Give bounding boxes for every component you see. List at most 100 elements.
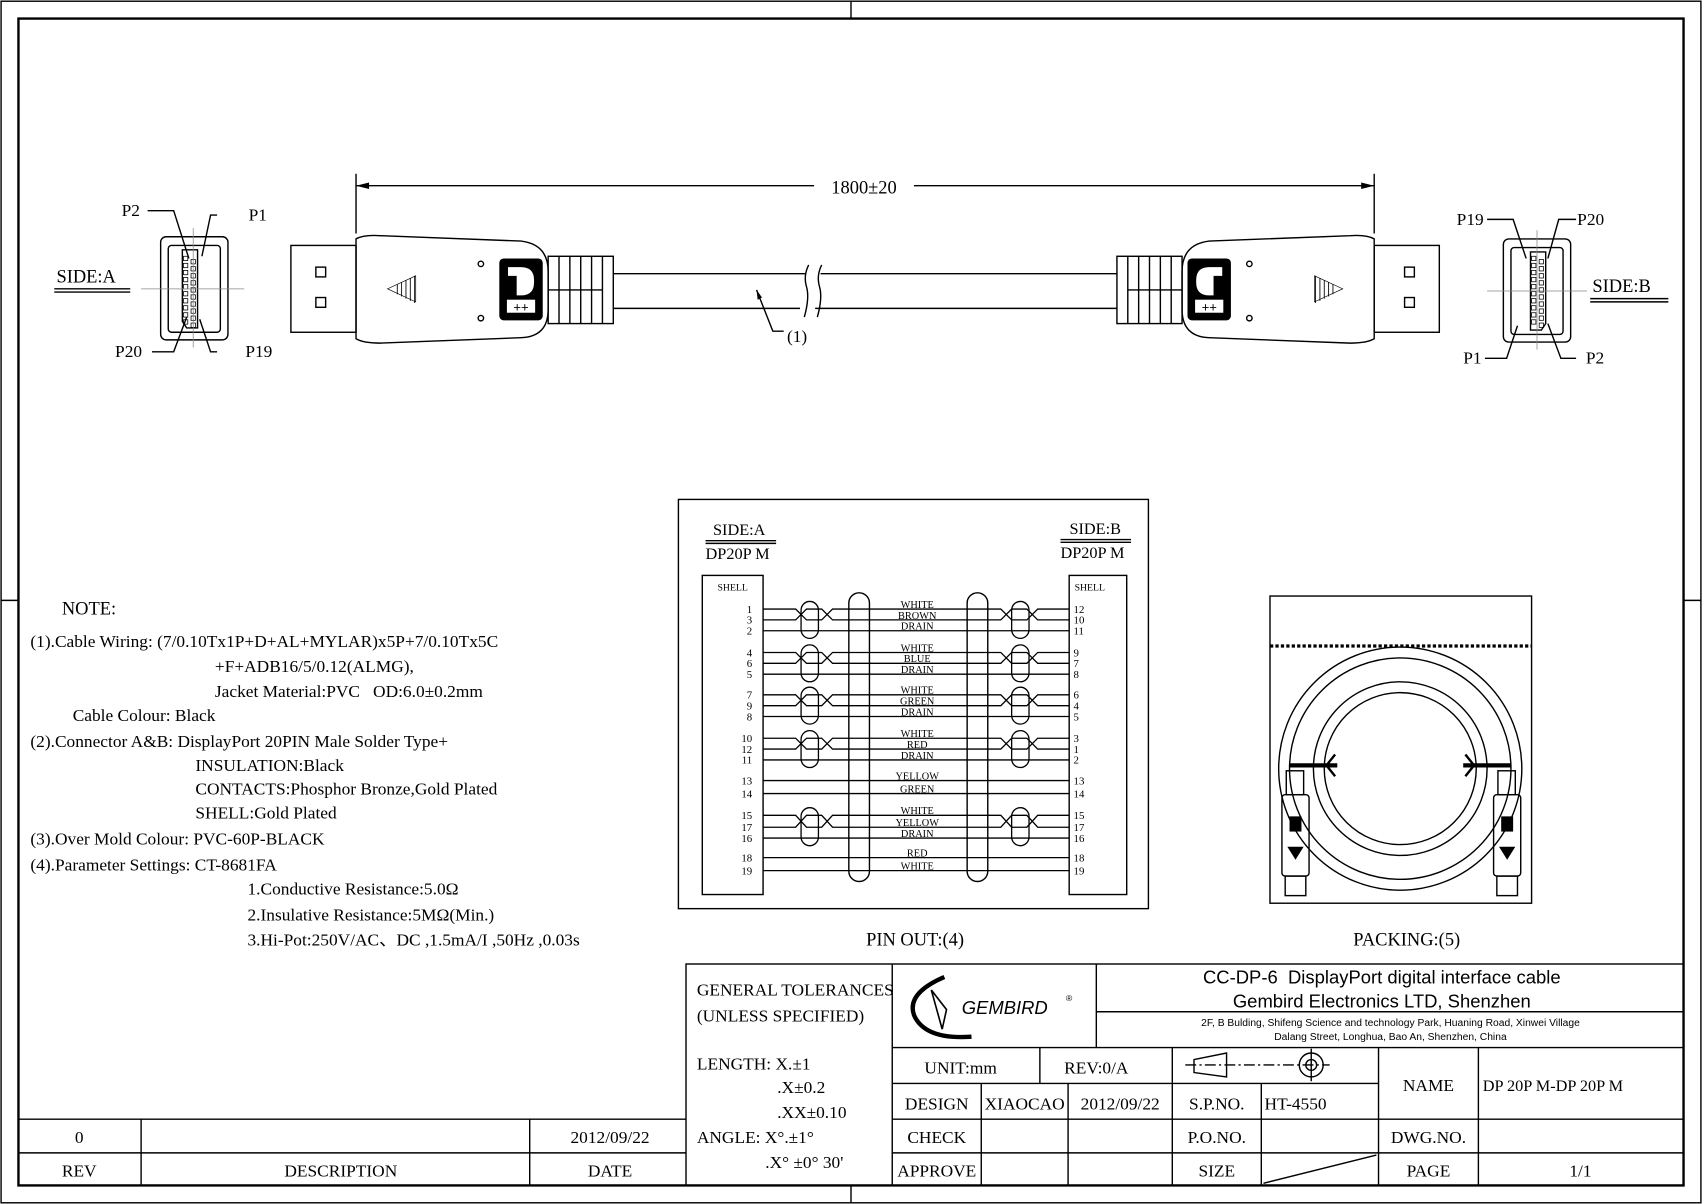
contact-pin <box>1538 280 1544 286</box>
packing-caption: PACKING:(5) <box>1353 930 1460 951</box>
pin-number-b: 18 <box>1074 852 1085 864</box>
pin-number-b: 14 <box>1074 788 1085 800</box>
pair-shield <box>1010 807 1030 847</box>
contact-pin <box>1531 277 1537 283</box>
side-b-label: SIDE:B <box>1592 276 1650 296</box>
page-label: PAGE <box>1407 1162 1451 1181</box>
pin-number-b: 13 <box>1074 775 1085 787</box>
contact-pin <box>1538 301 1544 307</box>
design-date: 2012/09/22 <box>1081 1094 1160 1113</box>
sp-no-label: S.P.NO. <box>1189 1094 1244 1113</box>
design-label: DESIGN <box>905 1094 969 1113</box>
wire-colour-label: DRAIN <box>901 622 934 633</box>
gembird-logo: GEMBIRD ® <box>910 975 1073 1040</box>
tolerances-subtitle: (UNLESS SPECIFIED) <box>697 1007 865 1026</box>
po-no-label: P.O.NO. <box>1188 1128 1246 1147</box>
length-tolerance-2: .X±0.2 <box>777 1078 825 1097</box>
pinout-conn-b: DP20P M <box>1060 543 1124 562</box>
contact-pin <box>183 305 189 311</box>
contact-pin <box>1538 322 1544 328</box>
contact-pin <box>1538 294 1544 300</box>
pin-number-b: 4 <box>1074 700 1080 712</box>
revision-label: REV:0/A <box>1064 1059 1129 1078</box>
length-dimension: 1800±20 <box>355 173 1375 234</box>
contact-pin <box>183 255 189 262</box>
company-address-1: 2F, B Bulding, Shifeng Science and techn… <box>1201 1018 1580 1029</box>
side-a-label: SIDE:A <box>56 266 116 286</box>
wire-colour-label: BLUE <box>904 654 931 665</box>
pin-number-a: 6 <box>747 658 753 670</box>
connector-a-block <box>701 574 764 896</box>
pin-number-a: 14 <box>741 788 752 800</box>
note-line: SHELL:Gold Plated <box>195 804 337 823</box>
note-line: (1).Cable Wiring: (7/0.10Tx1P+D+AL+MYLAR… <box>30 632 498 651</box>
sp-no-value: HT-4550 <box>1265 1094 1327 1113</box>
pin-number-a: 18 <box>741 852 752 864</box>
pin-label-p20-b: P20 <box>1577 210 1604 229</box>
contact-pin <box>1538 266 1544 272</box>
note-line: Cable Colour: Black <box>73 706 216 725</box>
pin-number-b: 2 <box>1074 755 1079 767</box>
note-line: INSULATION:Black <box>195 756 344 775</box>
plug-side-b <box>1116 234 1441 344</box>
pin-label-p1-b: P1 <box>1463 349 1481 368</box>
contact-pin <box>183 284 189 290</box>
wire-group: 13 13 YELLOW 14 14 GREEN <box>741 771 1085 800</box>
wire-colour-label: DRAIN <box>901 665 934 676</box>
contact-pin <box>1531 291 1537 297</box>
wire-colour-label: BROWN <box>898 611 937 622</box>
angle-tolerance-2: .X° ±0° 30' <box>765 1153 843 1172</box>
name-label: NAME <box>1403 1076 1454 1095</box>
contact-pin <box>183 291 189 297</box>
wire-colour-label: WHITE <box>901 806 934 817</box>
note-line: 1.Conductive Resistance:5.0Ω <box>247 880 458 899</box>
approve-label: APPROVE <box>897 1162 976 1181</box>
contact-pin <box>1531 319 1537 325</box>
side-b-face-view: P19 P20 P1 P2 SIDE:B <box>1457 210 1669 368</box>
page-value: 1/1 <box>1569 1162 1591 1181</box>
cable-shield-b <box>966 592 989 883</box>
length-tolerance-3: .XX±0.10 <box>777 1103 847 1122</box>
pin-label-p2: P2 <box>122 201 140 220</box>
wire-colour-label: GREEN <box>900 784 935 795</box>
packed-plug-left <box>1281 770 1310 897</box>
pin-number-a: 13 <box>741 775 752 787</box>
pin-number-a: 11 <box>742 755 752 767</box>
pinout-side-b: SIDE:B <box>1069 519 1121 538</box>
contact-pin <box>1531 255 1537 262</box>
contact-pin <box>1538 315 1544 321</box>
pair-shield <box>800 729 820 769</box>
pin-label-p19: P19 <box>245 342 272 361</box>
notes: NOTE: (1).Cable Wiring: (7/0.10Tx1P+D+AL… <box>30 598 580 949</box>
pin-number-b: 10 <box>1074 615 1085 627</box>
side-a-face-view: P2 P1 P20 P19 SIDE:A <box>54 201 272 361</box>
plug-side-a: ++ <box>290 234 614 344</box>
wire-colour-label: DRAIN <box>901 751 934 762</box>
pair-shield <box>1010 644 1030 683</box>
pin-number-b: 8 <box>1074 669 1080 681</box>
pin-number-b: 7 <box>1074 658 1080 670</box>
pair-shield <box>1010 600 1030 640</box>
date-header: DATE <box>588 1162 632 1181</box>
pin-number-a: 5 <box>747 669 752 681</box>
note-line: CONTACTS:Phosphor Bronze,Gold Plated <box>195 780 497 799</box>
pin-number-a: 10 <box>741 733 752 745</box>
contact-pin <box>1538 287 1544 293</box>
contact-pin <box>183 262 189 269</box>
pin-number-b: 15 <box>1074 810 1085 822</box>
svg-text:®: ® <box>1066 993 1073 1003</box>
revision-table: 0 2012/09/22 REV DESCRIPTION DATE <box>18 1118 687 1186</box>
note-line: 2.Insulative Resistance:5MΩ(Min.) <box>247 906 494 925</box>
pin-number-a: 3 <box>747 615 752 627</box>
pin-number-a: 17 <box>741 822 752 834</box>
wire-colour-label: YELLOW <box>895 771 939 782</box>
check-label: CHECK <box>907 1128 966 1147</box>
contact-pin <box>183 270 189 276</box>
shell-label-b: SHELL <box>1075 583 1105 594</box>
contact-pin <box>1531 270 1537 276</box>
